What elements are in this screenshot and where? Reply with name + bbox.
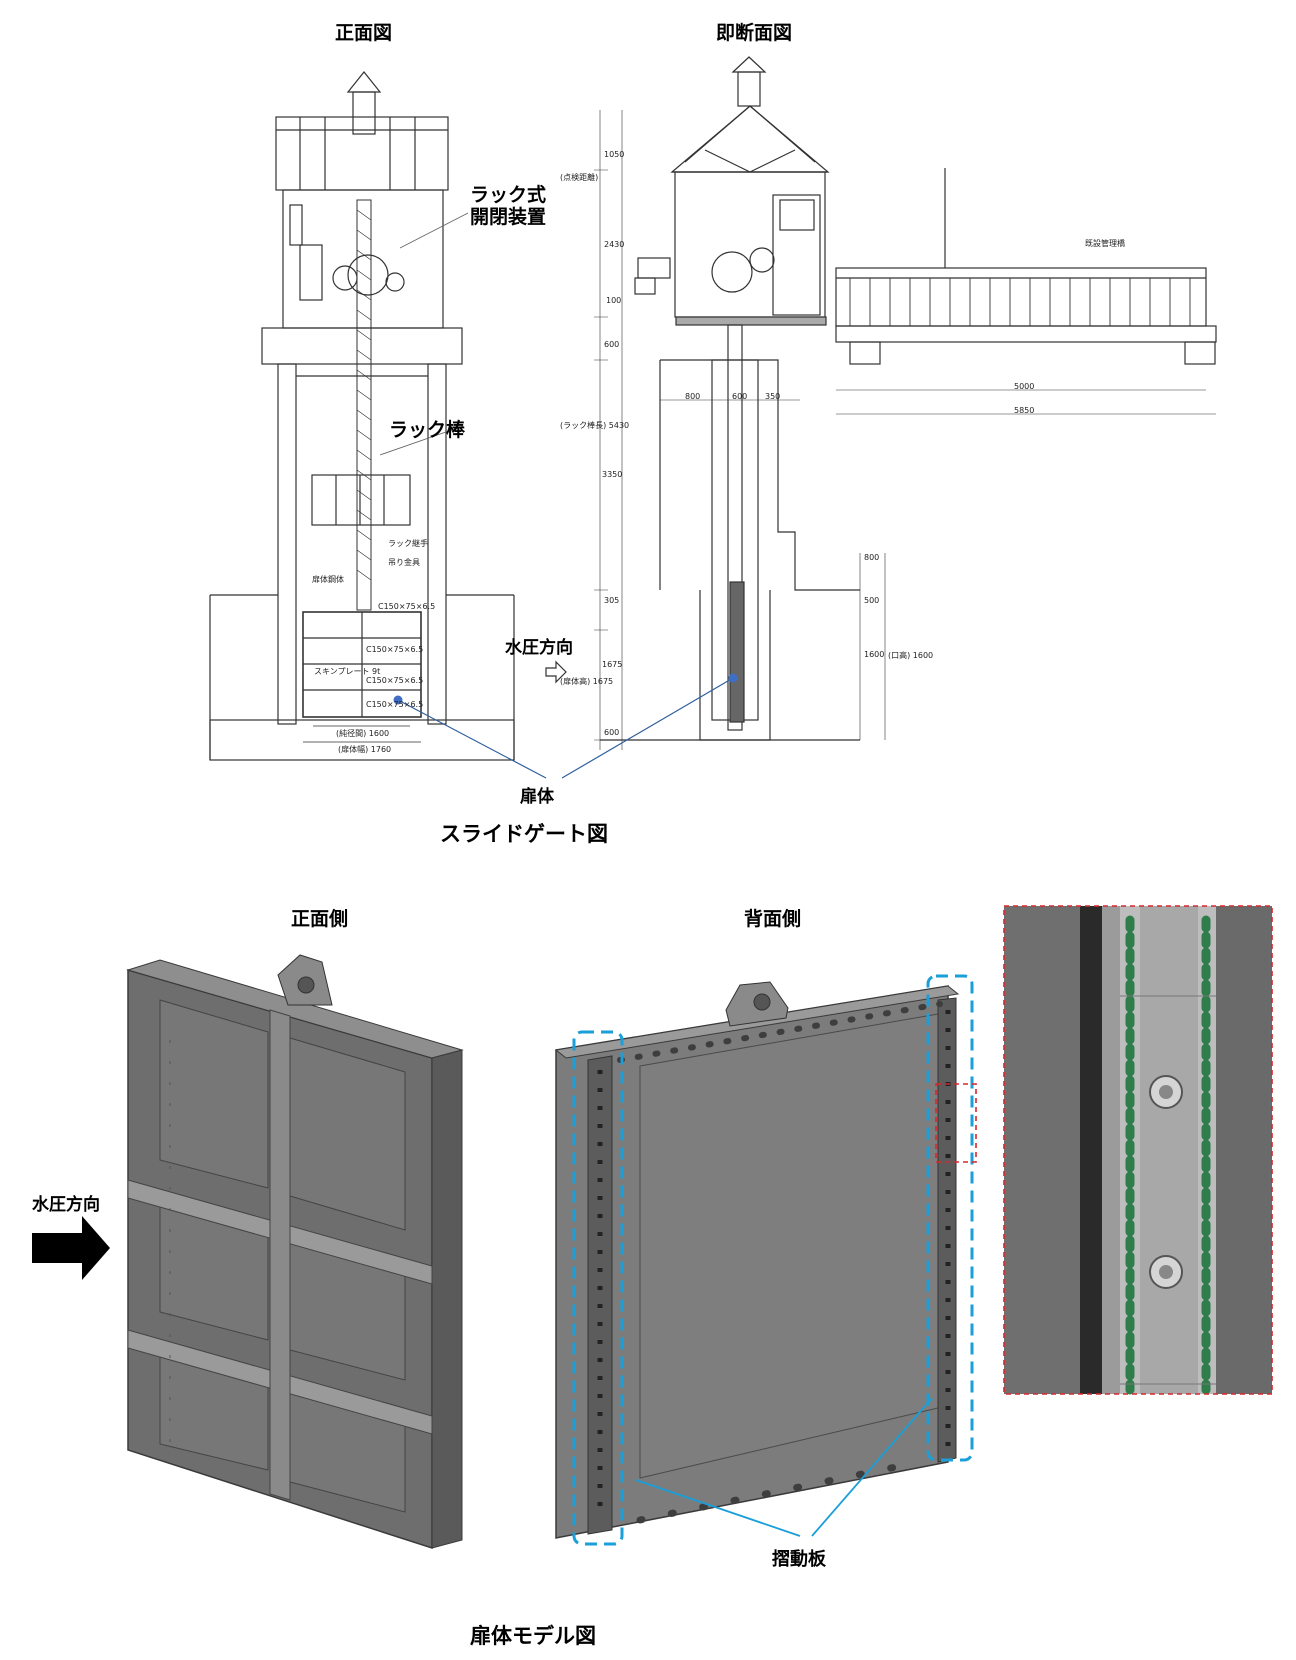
section-note-3: (口高) 1600 — [888, 651, 934, 660]
front-note-2: 吊り金具 — [388, 558, 420, 567]
section-dim-v-4: 600 — [604, 340, 620, 349]
section-dim-v-2: 2430 — [604, 240, 625, 249]
rack-device-label-2: 開閉装置 — [470, 206, 547, 228]
slide-gate-caption: スライドゲート図 — [440, 822, 608, 846]
slide-gate-drawings — [209, 56, 1217, 779]
section-dim-v-1: 1050 — [604, 150, 625, 159]
front-view-title: 正面図 — [335, 22, 393, 44]
water-pressure-label-top: 水圧方向 — [505, 638, 573, 658]
gate-model-caption: 扉体モデル図 — [470, 1624, 596, 1648]
section-dim-h-5: 5850 — [1014, 406, 1035, 415]
section-note-2: (扉体高) 1675 — [560, 677, 614, 686]
section-dim-v-3: 100 — [606, 296, 622, 305]
section-dim-v-11: 1600 — [864, 650, 885, 659]
water-pressure-arrow — [32, 1216, 110, 1280]
front-note-4: C150×75×6.5 — [378, 602, 436, 611]
section-dim-v-10: 500 — [864, 596, 880, 605]
back-side-model — [554, 974, 977, 1546]
water-pressure-arrow-outline — [545, 660, 567, 684]
gate-body-label: 扉体 — [520, 787, 554, 807]
section-note-1: (ラック棒長) 5430 — [560, 421, 630, 430]
section-view-title: 即断面図 — [716, 22, 793, 44]
rack-device-label-1: ラック式 — [470, 184, 547, 206]
front-side-title: 正面側 — [291, 908, 349, 930]
front-note-6: スキンプレート 9t — [314, 667, 381, 676]
section-dim-v-6: 305 — [604, 596, 620, 605]
front-note-5: C150×75×6.5 — [366, 645, 424, 654]
section-dim-v-9: 800 — [864, 553, 880, 562]
front-note-1: ラック継手 — [388, 539, 428, 548]
water-pressure-label-bottom: 水圧方向 — [32, 1195, 100, 1215]
sliding-plate-label: 摺動板 — [772, 1549, 826, 1570]
gate-marker-section — [728, 673, 738, 683]
section-note-4: 既設管理橋 — [1085, 239, 1125, 248]
section-dim-h-1: 800 — [685, 392, 701, 401]
section-dim-h-3: 350 — [765, 392, 781, 401]
front-dim-2: (扉体幅) 1760 — [338, 745, 392, 754]
zoom-detail — [1003, 905, 1273, 1395]
section-note-5: (点検距離) — [560, 173, 599, 182]
section-dim-v-7: 1675 — [602, 660, 623, 669]
rack-bar-label: ラック棒 — [389, 419, 466, 441]
section-dim-v-5: 3350 — [602, 470, 623, 479]
back-side-title: 背面側 — [744, 908, 802, 930]
front-note-7: C150×75×6.5 — [366, 676, 424, 685]
front-note-3: 扉体鋼体 — [312, 575, 344, 584]
front-dim-1: (純径間) 1600 — [336, 729, 390, 738]
section-dim-h-2: 600 — [732, 392, 748, 401]
front-note-8: C150×75×6.5 — [366, 700, 424, 709]
gate-marker-front — [393, 695, 403, 705]
section-dim-h-4: 5000 — [1014, 382, 1035, 391]
section-dim-v-8: 600 — [604, 728, 620, 737]
front-side-model — [126, 954, 464, 1550]
